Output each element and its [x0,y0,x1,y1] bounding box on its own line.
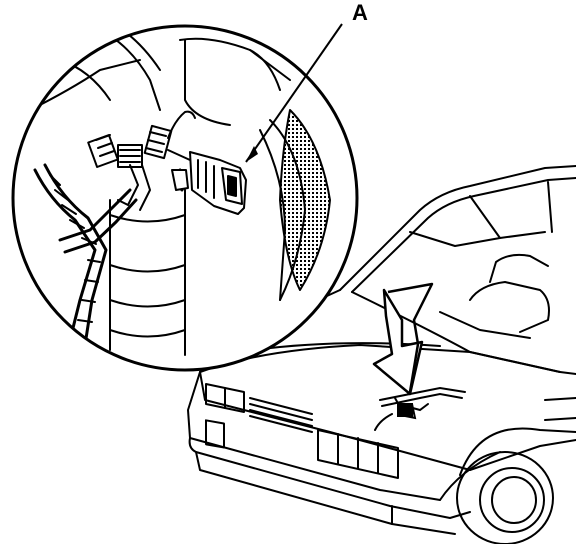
location-arrow [372,288,424,396]
hood-component [374,386,466,431]
callout-label-a: A [352,0,368,25]
callout-leader-a [245,23,343,163]
detail-inset [11,24,359,372]
